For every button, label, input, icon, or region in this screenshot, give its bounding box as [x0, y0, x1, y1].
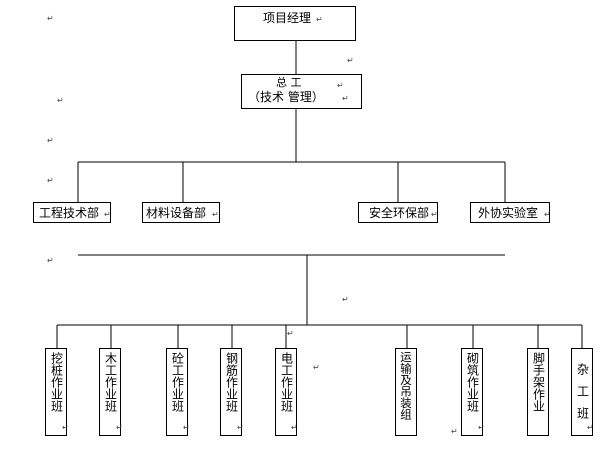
- team-label: 脚手架作业: [531, 352, 546, 412]
- dept-box-materials: 材料设备部: [142, 202, 220, 223]
- paragraph-mark: ↵: [287, 329, 294, 338]
- dept-label: 外协实验室: [478, 206, 539, 220]
- paragraph-mark: ↵: [337, 81, 344, 90]
- project-manager-box: 项目经理: [234, 6, 356, 41]
- paragraph-mark: ↵: [342, 295, 349, 304]
- paragraph-mark: ↵: [62, 423, 69, 432]
- paragraph-mark: ↵: [57, 96, 64, 105]
- dept-label: 工程技术部: [39, 206, 100, 220]
- team-label: 木工作业班: [103, 352, 118, 412]
- paragraph-mark: ↵: [587, 423, 594, 432]
- paragraph-mark: ↵: [313, 363, 320, 372]
- team-label: 钢筋作业班: [224, 352, 239, 412]
- team-box-scaffolding: 脚手架作业: [527, 348, 549, 436]
- paragraph-mark: ↵: [342, 94, 349, 103]
- paragraph-mark: ↵: [291, 423, 298, 432]
- paragraph-mark: ↵: [212, 210, 219, 219]
- team-label: 杂工班: [575, 363, 590, 429]
- paragraph-mark: ↵: [347, 56, 354, 65]
- paragraph-mark: ↵: [47, 136, 54, 145]
- team-label: 电工作业班: [279, 352, 294, 412]
- paragraph-mark: ↵: [47, 176, 54, 185]
- dept-label: 材料设备部: [146, 206, 207, 220]
- team-box-transport-lifting: 运输及吊装组: [395, 348, 417, 436]
- paragraph-mark: ↵: [544, 210, 551, 219]
- paragraph-mark: ↵: [47, 256, 54, 265]
- dept-box-engineering: 工程技术部: [33, 202, 111, 223]
- team-box-rebar: 钢筋作业班: [220, 348, 242, 436]
- team-box-pile-digging: 挖桩作业班: [45, 348, 67, 436]
- paragraph-mark: ↵: [237, 423, 244, 432]
- team-label: 砼工作业班: [170, 352, 185, 412]
- paragraph-mark: ↵: [116, 423, 123, 432]
- team-box-carpentry: 木工作业班: [99, 348, 121, 436]
- paragraph-mark: ↵: [104, 210, 111, 219]
- paragraph-mark: ↵: [478, 423, 485, 432]
- team-label: 挖桩作业班: [49, 352, 64, 412]
- dept-box-lab: 外协实验室: [470, 202, 550, 223]
- project-manager-label: 项目经理: [263, 11, 312, 25]
- chief-engineer-box: 总 工 （技术 管理）: [241, 74, 362, 109]
- chief-engineer-label-line2: （技术 管理）: [248, 90, 324, 104]
- paragraph-mark: ↵: [183, 423, 190, 432]
- dept-box-safety: 安全环保部: [358, 202, 438, 223]
- paragraph-mark: ↵: [451, 427, 458, 436]
- paragraph-mark: ↵: [316, 15, 323, 24]
- team-box-electrical: 电工作业班: [275, 348, 297, 436]
- team-box-general-labor: 杂工班: [571, 348, 593, 436]
- team-label: 运输及吊装组: [399, 351, 413, 420]
- team-box-masonry: 砌筑作业班: [461, 348, 483, 436]
- team-label: 砌筑作业班: [465, 352, 480, 412]
- paragraph-mark: ↵: [431, 210, 438, 219]
- chief-engineer-label-line1: 总 工: [276, 76, 302, 89]
- dept-label: 安全环保部: [369, 206, 430, 220]
- team-box-concrete: 砼工作业班: [166, 348, 188, 436]
- paragraph-mark: ↵: [47, 14, 54, 23]
